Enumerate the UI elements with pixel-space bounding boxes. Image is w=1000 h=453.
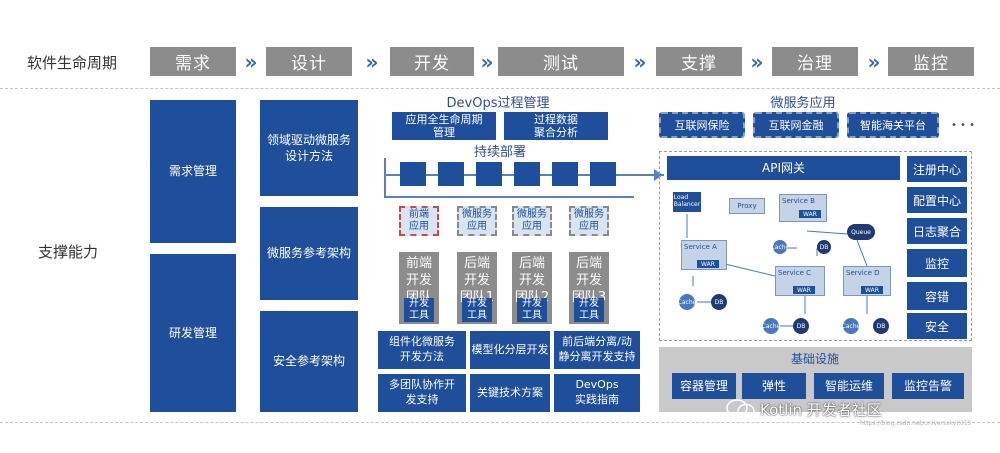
microservice-app: 微服务 应用 xyxy=(512,206,552,236)
elasticity-box: 弹性 xyxy=(742,373,806,399)
api-gateway-box: API网关 xyxy=(667,156,900,180)
cache-node: Cache xyxy=(678,294,696,310)
key-tech-solution-box: 关键技术方案 xyxy=(470,374,550,412)
security-box: 安全 xyxy=(907,313,967,339)
monitoring-box: 监控 xyxy=(907,249,967,277)
watermark: Kotlin 开发者社区 xyxy=(726,398,986,420)
chevron-icon: » xyxy=(750,49,764,74)
smart-ops-box: 智能运维 xyxy=(814,373,884,399)
chevron-icon: » xyxy=(365,49,379,74)
pipeline-stage xyxy=(552,162,578,186)
cache-node: Cache xyxy=(771,240,789,254)
queue-node: Queue xyxy=(847,224,875,240)
pipeline-stage xyxy=(400,162,426,186)
db-node: DB xyxy=(873,318,889,334)
stage-design: 设计 xyxy=(266,47,352,76)
stage-develop: 开发 xyxy=(390,47,474,76)
cache-node: Cache xyxy=(762,318,780,334)
devops-guide-box: DevOps 实践指南 xyxy=(554,374,640,412)
pipeline-stage xyxy=(438,162,464,186)
wechat-icon xyxy=(726,399,755,419)
war-badge: WAR xyxy=(861,286,883,294)
microservice-app: 微服务 应用 xyxy=(457,206,497,236)
ms-app-title: 微服务应用 xyxy=(770,95,836,111)
log-aggregation-box: 日志聚合 xyxy=(907,218,967,244)
component-ms-method-box: 组件化微服务 开发方法 xyxy=(378,331,466,369)
lifecycle-mgmt-box: 应用全生命周期 管理 xyxy=(392,112,496,140)
watermark-text: Kotlin 开发者社区 xyxy=(760,400,882,419)
ms-arch-frame xyxy=(659,151,972,341)
bottom-divider xyxy=(0,422,1000,423)
container-mgmt-box: 容器管理 xyxy=(672,373,736,399)
capability-label: 支撑能力 xyxy=(37,242,98,261)
fe-be-separation-box: 前后端分离/动 静分离开发支持 xyxy=(554,331,640,369)
watermark-url: https://blog.csdn.net/universsky2015 xyxy=(860,420,972,427)
security-ref-arch-box: 安全参考架构 xyxy=(260,311,358,412)
db-node: DB xyxy=(817,240,831,254)
dev-tool-box: 开发 工具 xyxy=(404,298,434,322)
war-badge: WAR xyxy=(799,210,821,218)
model-layered-dev-box: 模型化分层开发 xyxy=(470,331,550,369)
stage-test: 测试 xyxy=(498,47,624,76)
war-badge: WAR xyxy=(793,286,815,294)
ms-app-customs: 智能海关平台 xyxy=(847,112,939,138)
dev-tool-box: 开发 工具 xyxy=(517,298,547,322)
devops-title: DevOps过程管理 xyxy=(446,95,550,111)
load-balancer-node: Load Balancer xyxy=(673,192,701,212)
stage-requirements: 需求 xyxy=(150,47,236,76)
dev-tool-box: 开发 工具 xyxy=(574,298,604,322)
db-node: DB xyxy=(793,318,809,334)
db-node: DB xyxy=(711,294,727,310)
arrow-right-icon xyxy=(654,169,663,181)
fault-tolerance-box: 容错 xyxy=(907,282,967,310)
pipeline-stage xyxy=(590,162,616,186)
microservice-app: 微服务 应用 xyxy=(569,206,609,236)
deploy-label: 持续部署 xyxy=(473,144,526,160)
ms-app-finance: 互联网金融 xyxy=(753,112,839,138)
frontend-app: 前端 应用 xyxy=(399,206,439,236)
rd-mgmt-box: 研发管理 xyxy=(150,254,236,412)
stage-support: 支撑 xyxy=(656,47,742,76)
requirements-mgmt-box: 需求管理 xyxy=(150,100,236,243)
ms-app-insurance: 互联网保险 xyxy=(659,112,745,138)
infra-title: 基础设施 xyxy=(790,351,839,366)
registry-center-box: 注册中心 xyxy=(907,156,967,182)
proxy-node: Proxy xyxy=(729,198,765,214)
data-analysis-box: 过程数据 聚合分析 xyxy=(504,112,608,140)
service-topology: Load Balancer Proxy Service B WAR Queue … xyxy=(667,186,899,338)
stage-governance: 治理 xyxy=(772,47,858,76)
chevron-icon: » xyxy=(244,49,258,74)
monitor-alert-box: 监控告警 xyxy=(892,373,964,399)
chevron-icon: » xyxy=(867,49,881,74)
stage-monitoring: 监控 xyxy=(888,47,974,76)
dev-tool-box: 开发 工具 xyxy=(462,298,492,322)
lifecycle-label: 软件生命周期 xyxy=(26,53,117,72)
ms-ref-arch-box: 微服务参考架构 xyxy=(260,207,358,300)
ddd-method-box: 领域驱动微服务 设计方法 xyxy=(260,100,358,196)
pipeline-stage xyxy=(476,162,502,186)
pipeline-line xyxy=(384,196,634,198)
config-center-box: 配置中心 xyxy=(907,187,967,213)
war-badge: WAR xyxy=(697,260,719,268)
chevron-icon: » xyxy=(633,49,647,74)
cache-node: Cache xyxy=(842,318,860,334)
more-icon: • • • xyxy=(950,119,976,131)
pipeline-stage xyxy=(514,162,540,186)
pipeline-line xyxy=(384,158,386,196)
top-divider xyxy=(0,88,1000,89)
multi-team-collab-box: 多团队协作开 发支持 xyxy=(378,374,466,412)
chevron-icon: » xyxy=(480,49,494,74)
